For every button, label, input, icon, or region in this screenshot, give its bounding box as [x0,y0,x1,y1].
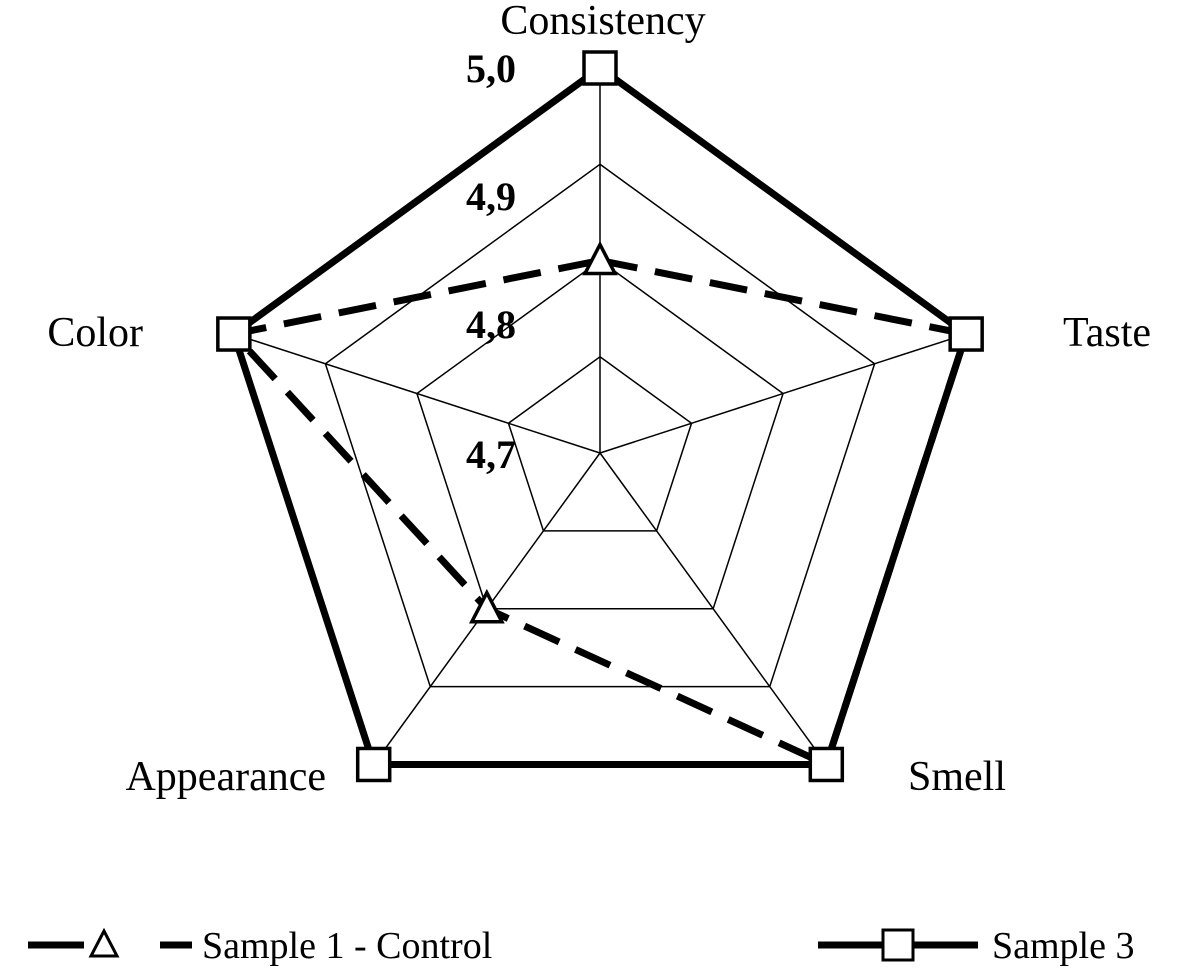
legend-label-sample-1: Sample 1 - Control [202,925,492,967]
grid-ring-2 [324,163,876,688]
marker-square-appearance [355,746,392,783]
series-line-1 [229,65,971,768]
legend-triangle-icon [88,927,120,958]
legend-square-icon [881,928,915,962]
grid-spoke-smell [599,452,827,765]
marker-square-color [216,316,252,352]
grid-spoke-color [233,333,601,454]
tick-label-5-0: 5,0 [466,46,516,91]
grid-spoke-taste [599,333,967,454]
tick-label-4-7: 4,7 [466,432,516,477]
axis-label-color: Color [47,310,143,356]
legend-label-sample-3: Sample 3 [992,925,1134,967]
tick-label-4-9: 4,9 [466,174,516,219]
marker-square-consistency [582,50,618,86]
series-line-0 [227,257,971,770]
tick-label-4-8: 4,8 [466,302,516,347]
marker-triangle-consistency [582,240,618,276]
series-layer [216,50,984,783]
label-layer: Consistency Taste Smell Appearance Color… [47,0,1151,800]
axis-label-appearance: Appearance [125,754,326,800]
legend: Sample 1 - Control Sample 3 [28,925,1134,967]
marker-square-smell [808,746,845,783]
marker-triangle-appearance [468,588,505,624]
grid-ring-1 [416,259,784,610]
marker-square-taste [948,316,984,352]
grid-ring-0 [507,355,693,532]
axis-label-smell: Smell [908,754,1006,800]
axis-label-taste: Taste [1063,310,1151,356]
axis-label-consistency: Consistency [500,0,705,44]
legend-item-sample-3: Sample 3 [818,925,1134,967]
legend-item-sample-1-control: Sample 1 - Control [28,925,492,967]
